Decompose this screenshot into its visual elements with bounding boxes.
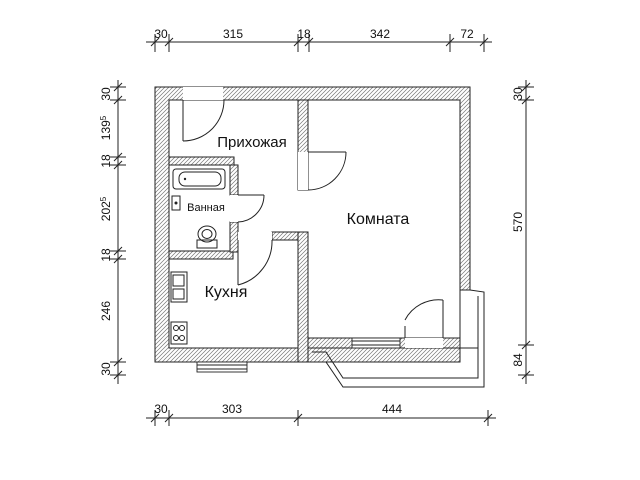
kitchen-sink-icon: [170, 271, 188, 303]
right-dim-0: 30: [511, 87, 525, 101]
top-dimension-line: 30 315 18 342 72: [146, 27, 492, 52]
top-dim-3: 342: [370, 27, 390, 41]
bathroom-label: Ванная: [187, 202, 225, 214]
bathtub-icon: [172, 168, 226, 190]
hallway-label: Прихожая: [217, 134, 287, 151]
bottom-dim-0: 30: [154, 402, 168, 416]
hallway-room-door: [298, 151, 347, 191]
right-dim-1: 570: [511, 212, 525, 232]
kitchen-door: [237, 232, 273, 286]
left-dim-3: 2025: [99, 196, 113, 221]
kitchen-window: [196, 361, 248, 373]
left-dim-1: 1395: [99, 115, 113, 140]
room-label: Комната: [347, 211, 410, 228]
left-dim-2: 18: [99, 154, 113, 168]
doors: [182, 87, 444, 348]
toilet-icon: [196, 225, 218, 249]
left-dim-6: 30: [99, 362, 113, 376]
top-dim-1: 315: [223, 27, 243, 41]
left-dimension-line: 30 1395 18 2025 18 246 30: [99, 80, 126, 384]
left-dim-5: 246: [99, 301, 113, 321]
top-dim-4: 72: [460, 27, 474, 41]
right-dimension-line: 30 570 84: [511, 80, 534, 384]
balcony: [307, 289, 485, 388]
stove-icon: [170, 321, 188, 345]
left-dim-4: 18: [99, 248, 113, 262]
room-window: [351, 337, 401, 349]
interior-walls: [168, 99, 461, 363]
sink-icon: [171, 195, 181, 211]
bottom-dimension-line: 30 303 444: [146, 402, 496, 426]
entrance-door: [182, 87, 225, 142]
bottom-dim-1: 303: [222, 402, 242, 416]
bathroom-door: [230, 194, 265, 223]
balcony-door: [404, 299, 444, 348]
top-dim-2: 18: [297, 27, 311, 41]
outer-walls: [154, 86, 471, 363]
windows: [196, 337, 401, 373]
top-dim-0: 30: [154, 27, 168, 41]
kitchen-label: Кухня: [205, 284, 248, 301]
bottom-dim-2: 444: [382, 402, 402, 416]
right-dim-2: 84: [511, 353, 525, 367]
left-dim-0: 30: [99, 87, 113, 101]
